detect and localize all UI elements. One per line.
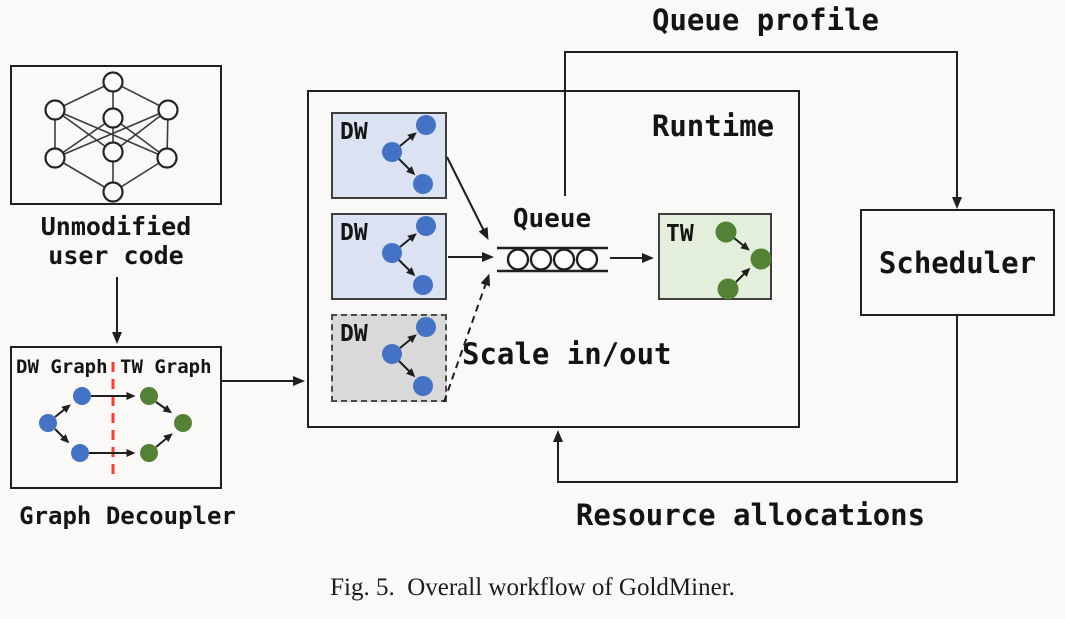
- runtime-box: [307, 90, 800, 428]
- scheduler-box: Scheduler: [860, 209, 1055, 316]
- figure-caption: Fig. 5. Overall workflow of GoldMiner.: [330, 574, 735, 601]
- graph-decoupler-label: Graph Decoupler: [19, 502, 236, 530]
- queue-profile-label: Queue profile: [652, 3, 879, 37]
- user-code-label: Unmodified user code: [40, 212, 192, 270]
- dw3-label: DW: [340, 321, 368, 347]
- dw-graph-header: DW Graph: [16, 356, 108, 378]
- tw-label: TW: [666, 221, 694, 247]
- queue-label: Queue: [512, 204, 592, 234]
- runtime-label: Runtime: [651, 109, 775, 143]
- tw-graph-header: TW Graph: [120, 356, 212, 378]
- scheduler-label: Scheduler: [878, 245, 1037, 280]
- dw2-label: DW: [340, 220, 368, 246]
- graph-decoupler-box: [10, 346, 222, 489]
- resource-allocations-label: Resource allocations: [575, 498, 926, 532]
- scale-in-out-label: Scale in/out: [462, 337, 672, 371]
- user-code-box: [10, 65, 222, 205]
- dw1-label: DW: [340, 119, 368, 145]
